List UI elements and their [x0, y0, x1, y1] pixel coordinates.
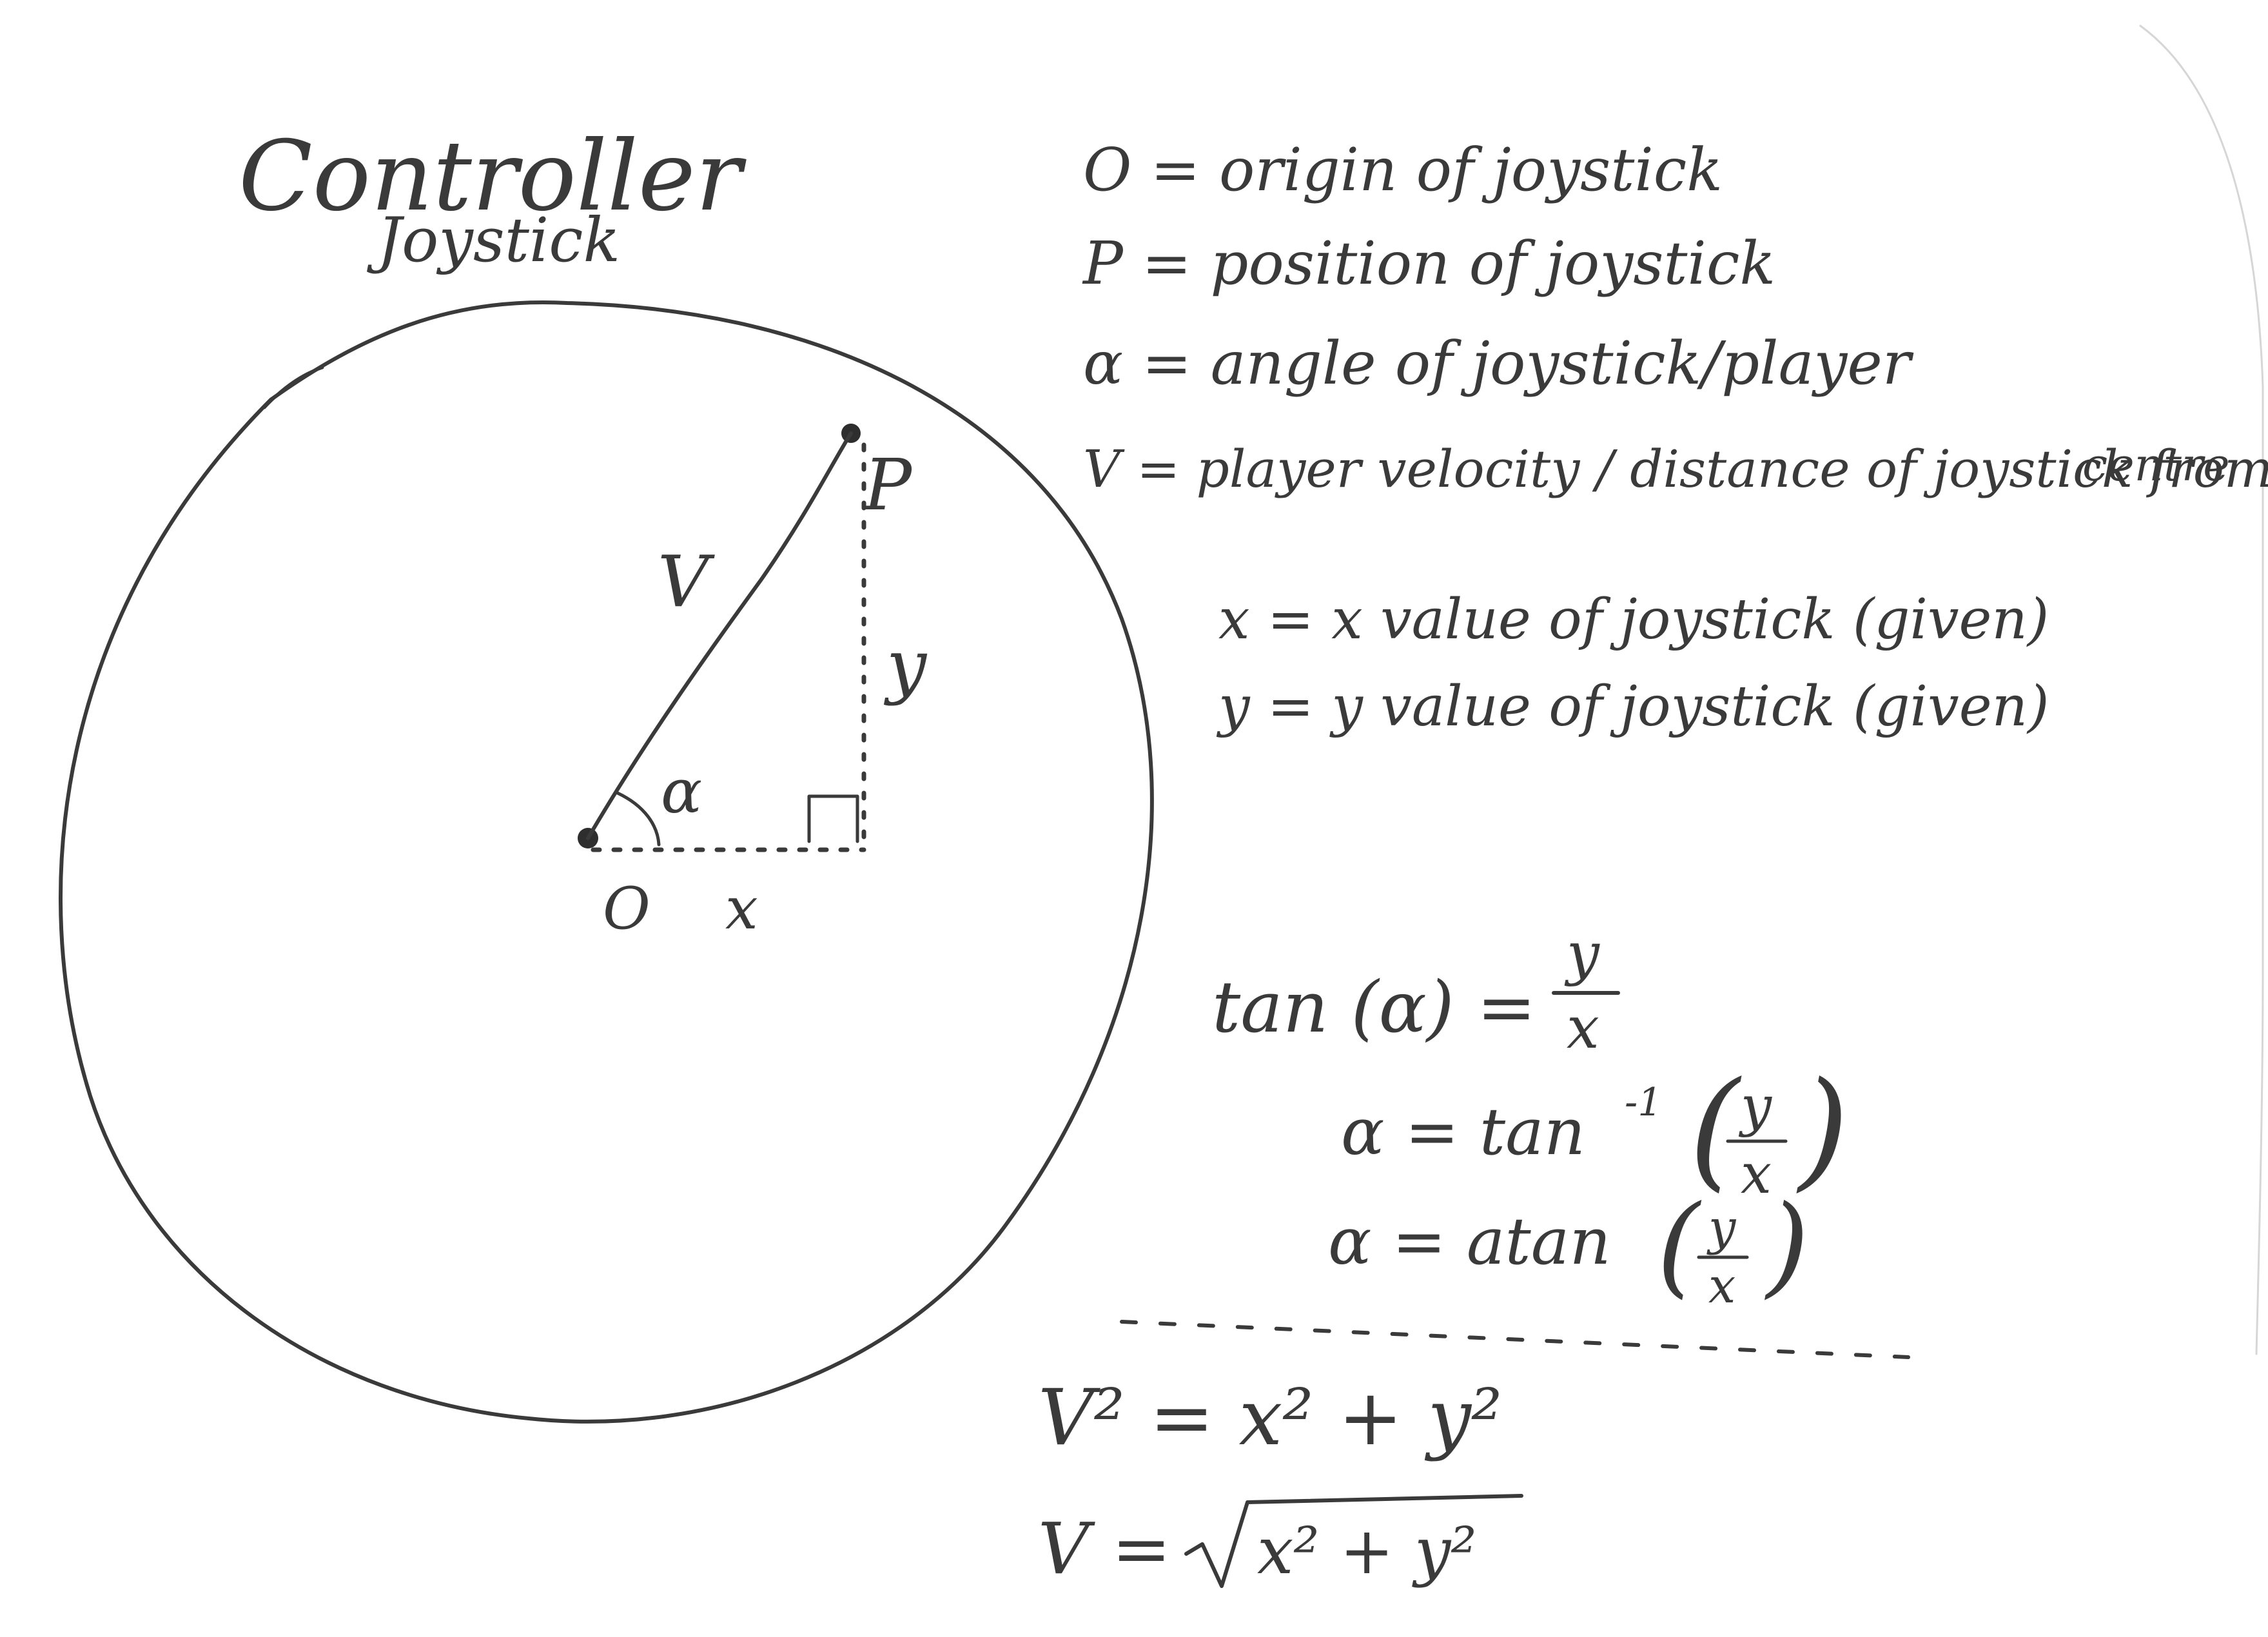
definition-velocity: V = player velocity / distance of joysti… — [1083, 439, 2268, 499]
label-y: y — [883, 624, 928, 707]
alpha-equation-1-lhs: α = tan — [1341, 1094, 1585, 1170]
alpha-equation-2-denominator: x — [1708, 1257, 1735, 1314]
alpha-equation-1-superscript: -1 — [1625, 1080, 1662, 1125]
definition-position: P = position of joystick — [1082, 229, 1775, 298]
alpha-equation-1-denominator: x — [1741, 1142, 1772, 1206]
alpha-equation-2-close-paren: ) — [1765, 1182, 1809, 1309]
square-root-symbol — [1184, 1494, 1523, 1588]
velocity-vector-line — [586, 431, 853, 840]
label-o: O — [603, 875, 650, 943]
label-x: x — [725, 875, 758, 943]
definition-velocity-cont: centre — [2082, 438, 2230, 491]
page-edge — [2139, 25, 2264, 1355]
right-angle-marker — [807, 794, 859, 843]
subtitle: Joystick — [367, 205, 620, 276]
alpha-equation-1-open-paren: ( — [1689, 1054, 1742, 1204]
alpha-equation-2-lhs: α = atan — [1328, 1204, 1611, 1279]
definition-origin: O = origin of joystick — [1083, 135, 1723, 204]
given-y: y = y value of joystick (given) — [1216, 674, 2049, 739]
joystick-boundary — [59, 300, 1154, 1424]
tan-equation-numerator: y — [1564, 920, 1600, 988]
angle-arc — [616, 791, 661, 847]
given-x: x = x value of joystick (given) — [1218, 587, 2049, 652]
alpha-equation-1-close-paren: ) — [1796, 1054, 1849, 1204]
tan-equation-denominator: x — [1567, 994, 1599, 1062]
alpha-equation-2-numerator: y — [1706, 1199, 1737, 1256]
title: Controller — [239, 121, 747, 233]
section-divider — [1120, 1320, 1910, 1359]
boundary-overlap-stroke — [262, 366, 324, 409]
velocity-squared-equation: V² = x² + y² — [1038, 1373, 1502, 1463]
label-p: P — [863, 444, 913, 526]
label-v: V — [658, 540, 715, 623]
alpha-equation-2-open-paren: ( — [1657, 1182, 1702, 1309]
tan-equation-lhs: tan (α) = — [1212, 966, 1536, 1048]
alpha-equation-1-numerator: y — [1738, 1075, 1772, 1139]
definition-angle: α = angle of joystick/player — [1083, 329, 1914, 398]
velocity-equation-lhs: V = — [1038, 1507, 1171, 1590]
label-alpha: α — [661, 756, 702, 827]
velocity-equation-radicand: x² + y² — [1257, 1513, 1476, 1589]
